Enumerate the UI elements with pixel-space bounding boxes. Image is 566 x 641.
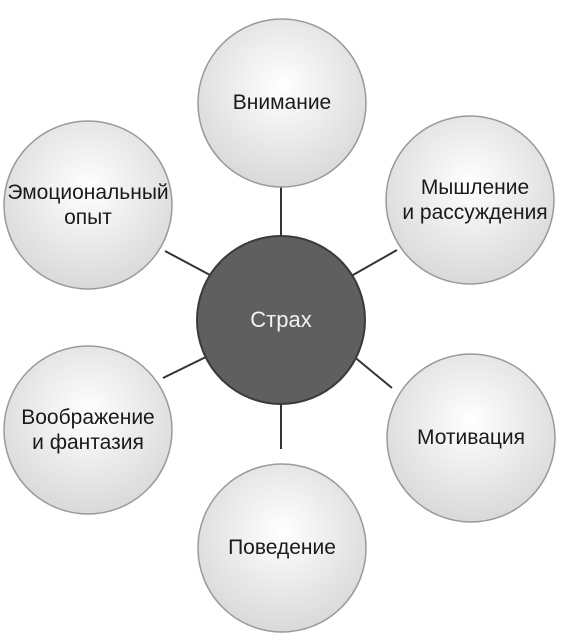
center-circle: [196, 235, 366, 405]
node-imagination-label: Воображение и фантазия: [0, 346, 176, 514]
node-imagination-text: Воображение и фантазия: [21, 405, 155, 454]
node-emotional-experience-circle: [3, 120, 173, 290]
node-motivation-label: Мотивация: [387, 354, 555, 522]
node-emotional-experience-label: Эмоциональный опыт: [0, 121, 176, 289]
connector-motivation: [351, 354, 393, 389]
node-behavior-circle: [197, 463, 367, 633]
node-motivation-circle: [386, 353, 556, 523]
node-emotional-experience-text: Эмоциональный опыт: [7, 180, 169, 229]
node-thinking-circle: [385, 115, 555, 285]
node-attention-circle: [197, 18, 367, 188]
node-behavior-label: Поведение: [198, 464, 366, 632]
connector-imagination: [162, 354, 211, 379]
connector-emotional-experience: [164, 250, 211, 276]
node-thinking-label: Мышление и рассуждения: [390, 116, 560, 284]
node-motivation-text: Мотивация: [416, 426, 526, 450]
node-attention-label: Внимание: [198, 19, 366, 187]
center-label: Страх: [197, 236, 365, 404]
node-thinking-text: Мышление и рассуждения: [402, 175, 548, 224]
center-label-text: Страх: [250, 306, 312, 332]
connector-thinking: [352, 249, 398, 276]
node-attention-text: Внимание: [232, 91, 332, 115]
node-imagination-circle: [3, 345, 173, 515]
node-behavior-text: Поведение: [228, 536, 336, 560]
